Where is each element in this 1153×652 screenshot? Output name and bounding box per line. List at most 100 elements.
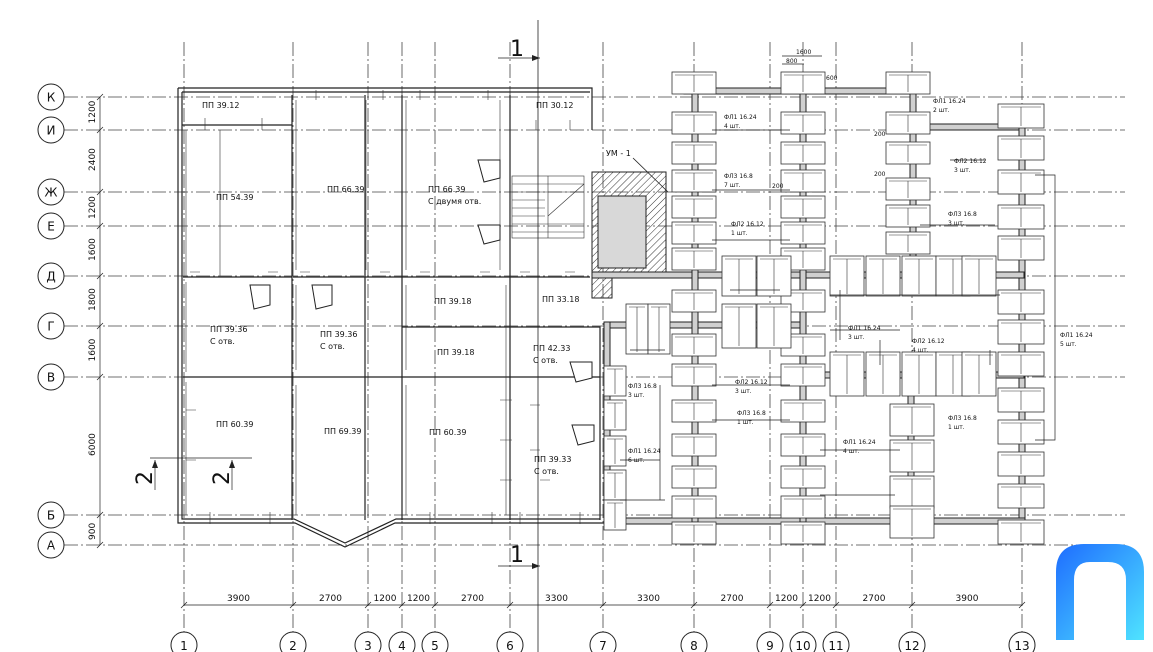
- foundation-pad: [889, 505, 935, 539]
- fnd-label: ФЛ3 16.8: [948, 211, 977, 218]
- dim-800: 800: [786, 58, 798, 65]
- dim-value: 3300: [637, 594, 660, 604]
- axis-label: 12: [904, 639, 919, 652]
- foundation-pad: [780, 71, 826, 95]
- foundation-pad: [671, 333, 717, 357]
- foundation-pad: [671, 111, 717, 135]
- slab-label: ПП 39.36: [320, 330, 357, 339]
- axis-label: 8: [690, 639, 698, 652]
- slab-label: ПП 66.39: [428, 185, 465, 194]
- axis-bubble-7: [589, 631, 617, 652]
- dim-200: 200: [772, 183, 784, 190]
- slab-sublabel: С отв.: [534, 467, 559, 476]
- axis-bubble-13: [1008, 631, 1036, 652]
- fnd-count: 3 шт.: [848, 334, 865, 341]
- axis-bubble-В: [37, 363, 65, 391]
- foundation-labels: ФЛ1 16.24 4 шт. ФЛ3 16.8 7 шт. ФЛ2 16.12…: [628, 98, 1093, 464]
- foundation-pad: [997, 204, 1045, 230]
- slab-label: ПП 39.18: [434, 297, 471, 306]
- dim-value: 1200: [88, 100, 98, 123]
- foundation-pad: [885, 177, 931, 201]
- slab-label: ПП 69.39: [324, 427, 361, 436]
- dim-value: 3900: [227, 594, 250, 604]
- dim-200: 200: [874, 131, 886, 138]
- axis-label: А: [47, 539, 56, 553]
- foundation-pad: [901, 255, 937, 297]
- slab-label: ПП 66.39: [327, 185, 364, 194]
- slab-label: ПП 30.12: [536, 101, 573, 110]
- foundation-pad: [671, 363, 717, 387]
- slab-sublabel: С отв.: [320, 342, 345, 351]
- fnd-count: 1 шт.: [948, 424, 965, 431]
- section-cut-1: 1 1: [498, 20, 540, 652]
- foundation-pad: [671, 169, 717, 193]
- axis-label: 7: [599, 639, 607, 652]
- dim-value: 1600: [88, 338, 98, 361]
- dim-value: 1200: [407, 594, 430, 604]
- foundation-pad: [780, 495, 826, 519]
- fnd-count: 6 шт.: [628, 457, 645, 464]
- fnd-count: 3 шт.: [948, 220, 965, 227]
- foundation-pad: [671, 195, 717, 219]
- foundation-pad: [997, 169, 1045, 195]
- foundation-pad: [780, 433, 826, 457]
- axis-label: 4: [398, 639, 406, 652]
- fnd-label: ФЛ1 16.24: [933, 98, 966, 105]
- dim-value: 1600: [88, 238, 98, 261]
- foundation-pad: [603, 469, 627, 501]
- foundation-blocks: [603, 71, 1045, 545]
- dim-value: 2700: [863, 594, 886, 604]
- small-dimensions: 1600 800 600 200 200 200: [772, 49, 886, 190]
- axis-label: В: [47, 371, 55, 385]
- foundation-pad: [865, 351, 901, 397]
- foundation-pad: [671, 71, 717, 95]
- axis-label: 10: [795, 639, 810, 652]
- foundation-pad: [671, 221, 717, 245]
- foundation-pad: [671, 521, 717, 545]
- dim-value: 1800: [88, 288, 98, 311]
- foundation-pad: [997, 103, 1045, 129]
- foundation-pad: [603, 365, 627, 397]
- foundation-pad: [885, 204, 931, 228]
- axis-bubble-Ж: [37, 178, 65, 206]
- dim-value: 1200: [775, 594, 798, 604]
- section-1-label-top: 1: [510, 37, 524, 62]
- foundation-pad: [997, 289, 1045, 315]
- axis-label: 9: [766, 639, 774, 652]
- foundation-pad: [721, 255, 757, 297]
- dim-1600: 1600: [796, 49, 811, 56]
- axis-bubble-11: [822, 631, 850, 652]
- axis-label: Г: [47, 320, 54, 334]
- dim-value: 2700: [721, 594, 744, 604]
- dim-value: 2700: [319, 594, 342, 604]
- fnd-label: ФЛ2 16.12: [954, 158, 987, 165]
- fnd-label: ФЛ2 16.12: [735, 379, 768, 386]
- axis-bubble-12: [898, 631, 926, 652]
- axis-label: Ж: [45, 186, 58, 200]
- foundation-pad: [671, 495, 717, 519]
- slab-label: ПП 39.12: [202, 101, 239, 110]
- slab-label: ПП 60.39: [216, 420, 253, 429]
- axis-label: 5: [431, 639, 439, 652]
- fnd-label: ФЛ3 16.8: [724, 173, 753, 180]
- brand-logo: [1056, 544, 1144, 640]
- foundation-pad: [671, 289, 717, 313]
- foundation-pad: [997, 235, 1045, 261]
- fnd-label: ФЛ2 16.12: [731, 221, 764, 228]
- axis-label: К: [47, 91, 56, 105]
- foundation-pad: [865, 255, 901, 297]
- axis-label: 1: [180, 639, 188, 652]
- unit-label: УМ - 1: [606, 149, 631, 158]
- fnd-count: 4 шт.: [843, 448, 860, 455]
- foundation-pad: [721, 303, 757, 349]
- foundation-pad: [671, 399, 717, 423]
- foundation-pad: [889, 403, 935, 437]
- foundation-pad: [997, 483, 1045, 509]
- axis-label: 6: [506, 639, 514, 652]
- foundation-pad: [780, 111, 826, 135]
- fnd-count: 3 шт.: [735, 388, 752, 395]
- axis-bubble-5: [421, 631, 449, 652]
- section-2-label-left: 2: [133, 471, 158, 485]
- foundation-pad: [997, 419, 1045, 445]
